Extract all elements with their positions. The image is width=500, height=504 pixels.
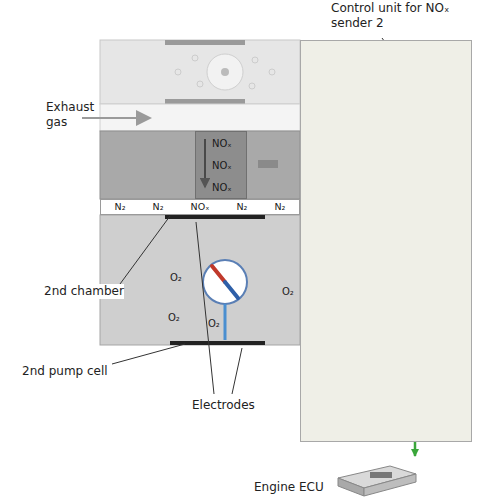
middle-layer [100, 131, 300, 199]
part-label: 2nd pump cell [22, 364, 108, 379]
gas-formula: N₂ [115, 202, 126, 212]
gas-formula: NOₓ [212, 138, 246, 149]
gas-formula: N₂ [275, 202, 286, 212]
control-unit-panel: Control unit for NOₓ sender 2 [300, 40, 472, 442]
ecu-unit: Engine ECU [250, 456, 425, 502]
gas-formula: NOₓ [212, 160, 246, 171]
chamber-band: N₂ N₂ NOₓ N₂ N₂ [100, 199, 300, 215]
part-label: Electrodes [192, 398, 255, 413]
oxygen-path [224, 304, 227, 340]
gas-formula: N₂ [153, 202, 164, 212]
unit-label: Engine ECU [254, 480, 324, 494]
nox-inlet-box: NOₓNOₓNOₓ [195, 131, 247, 199]
part-label: 2nd chamber [44, 284, 124, 299]
electrode [165, 40, 245, 45]
ecu-picture [330, 460, 420, 500]
gas-formula: NOₓ [191, 202, 210, 212]
gas-formula: N₂ [236, 202, 247, 212]
diffusion-barrier [258, 160, 278, 168]
signal-arrow [414, 442, 417, 456]
pump-needle [212, 266, 225, 282]
exhaust-arrow [82, 117, 150, 119]
pump-cell-2-symbol [203, 260, 247, 304]
gas-label: Exhaust gas [46, 100, 104, 130]
pump-cell-2-block [100, 215, 300, 345]
pump-cell-1-hub [221, 68, 229, 76]
top-layer [100, 40, 300, 104]
unit-heading: Control unit for NOₓ sender 2 [331, 1, 471, 31]
oxygen-label: O₂ [282, 286, 294, 299]
oxygen-label: O₂ [168, 312, 180, 325]
flow-arrow [197, 133, 213, 197]
pump-needle [225, 282, 238, 298]
oxygen-label: O₂ [170, 272, 182, 285]
electrode [165, 215, 265, 219]
pump-cell-1-symbol [207, 54, 243, 90]
electrode [165, 99, 245, 104]
oxygen-label: O₂ [208, 318, 220, 331]
gas-formula: NOₓ [212, 182, 246, 193]
